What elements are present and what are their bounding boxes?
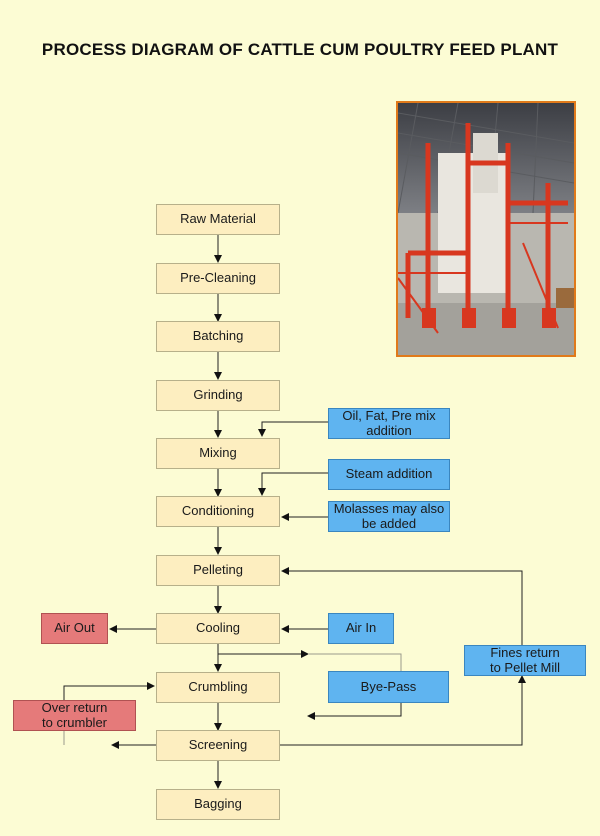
premix-label-line1: Oil, Fat, Pre mix <box>342 407 436 423</box>
input-steam: Steam addition <box>328 459 450 490</box>
arrow-premix-to-mixing <box>258 421 328 437</box>
step-raw-material: Raw Material <box>156 204 280 235</box>
molasses-label-line2: be added <box>361 515 417 531</box>
input-air-in: Air In <box>328 613 394 644</box>
step-cooling: Cooling <box>156 613 280 644</box>
step-crumbling: Crumbling <box>156 672 280 703</box>
over-return-label-line2: to crumbler <box>41 714 108 730</box>
arrow-byepass-to-screening <box>307 703 402 720</box>
molasses-label-line1: Molasses may also <box>333 500 445 516</box>
fines-label-line2: to Pellet Mill <box>489 659 561 675</box>
input-oil-fat-premix: Oil, Fat, Pre mix addition <box>328 408 450 439</box>
byepass-light-connector <box>308 653 402 671</box>
over-return-label-line1: Over return <box>41 699 108 715</box>
arrow-fines-return-to-pelleting <box>281 567 523 645</box>
page-title: PROCESS DIAGRAM OF CATTLE CUM POULTRY FE… <box>41 40 559 59</box>
arrow-screening-to-fines-return <box>280 675 526 746</box>
output-air-out: Air Out <box>41 613 108 644</box>
step-conditioning: Conditioning <box>156 496 280 527</box>
step-pre-cleaning: Pre-Cleaning <box>156 263 280 294</box>
step-grinding: Grinding <box>156 380 280 411</box>
step-pelleting: Pelleting <box>156 555 280 586</box>
fines-return-to-pellet-mill: Fines return to Pellet Mill <box>464 645 586 676</box>
input-molasses: Molasses may also be added <box>328 501 450 532</box>
fines-label-line1: Fines return <box>490 644 560 660</box>
over-return-to-crumbler: Over return to crumbler <box>13 700 136 731</box>
premix-label-line2: addition <box>366 422 412 438</box>
step-batching: Batching <box>156 321 280 352</box>
feed-plant-illustration <box>398 103 574 355</box>
arrow-over-return-to-crumbling <box>63 682 155 702</box>
arrow-steam-to-conditioning <box>258 472 328 496</box>
feed-plant-photo <box>396 101 576 357</box>
step-bagging: Bagging <box>156 789 280 820</box>
step-screening: Screening <box>156 730 280 761</box>
step-mixing: Mixing <box>156 438 280 469</box>
bye-pass: Bye-Pass <box>328 671 449 703</box>
